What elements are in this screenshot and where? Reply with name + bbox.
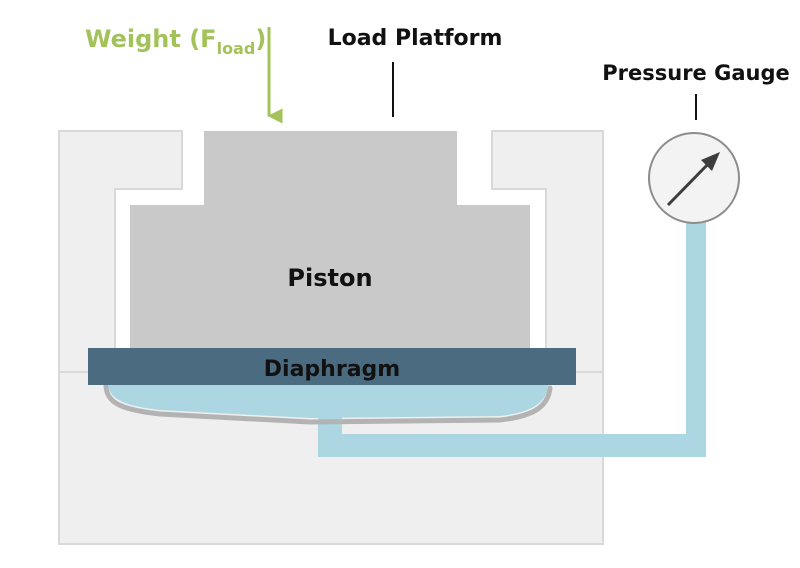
weight-label-close: ) bbox=[255, 25, 266, 53]
weight-label: Weight (Fload) bbox=[85, 25, 266, 58]
load-platform-label: Load Platform bbox=[328, 26, 503, 51]
gauge-needle bbox=[666, 158, 714, 207]
pressure-gauge-label: Pressure Gauge bbox=[602, 61, 789, 85]
weight-label-main: Weight (F bbox=[85, 25, 217, 53]
gauge-needle-arrowhead-icon bbox=[701, 152, 720, 171]
pressure-gauge bbox=[648, 94, 740, 224]
diaphragm bbox=[88, 348, 576, 385]
diaphragm-label: Diaphragm bbox=[264, 357, 400, 382]
weight-label-subscript: load bbox=[217, 39, 256, 58]
cushion-outline bbox=[103, 382, 553, 425]
piston bbox=[130, 131, 530, 348]
fluid-chamber bbox=[108, 385, 548, 418]
piston-label: Piston bbox=[287, 264, 372, 292]
housing-left-wall bbox=[58, 130, 183, 373]
